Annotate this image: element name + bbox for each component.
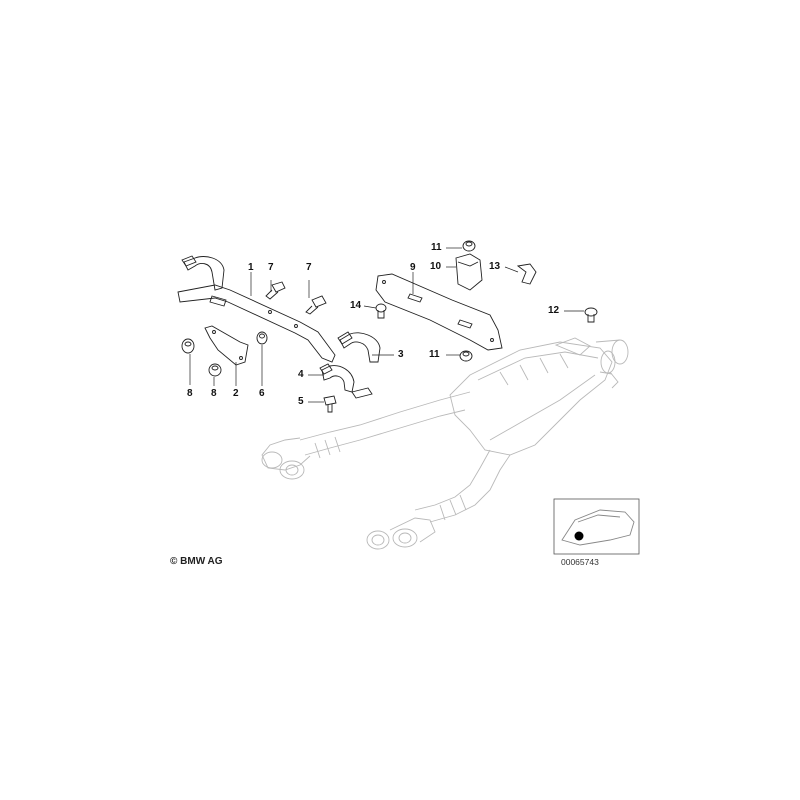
part-10-mount xyxy=(455,253,483,291)
callout-6: 6 xyxy=(259,388,265,399)
callout-9: 9 xyxy=(410,262,416,273)
callout-8b: 8 xyxy=(211,388,217,399)
part-1-bracket xyxy=(177,284,336,363)
callout-3: 3 xyxy=(398,349,404,360)
copyright-notice: © BMW AG xyxy=(170,556,223,567)
callout-11a: 11 xyxy=(431,242,442,253)
callout-5: 5 xyxy=(298,396,304,407)
callout-12: 12 xyxy=(548,305,560,316)
callout-2: 2 xyxy=(233,388,239,399)
exhaust-system-outline xyxy=(261,337,629,550)
callout-14: 14 xyxy=(350,300,362,311)
part-14-screw xyxy=(375,303,387,319)
callout-1: 1 xyxy=(248,262,254,273)
callout-8a: 8 xyxy=(187,388,193,399)
part-3-clamp xyxy=(337,331,381,363)
part-5-bolt xyxy=(323,395,337,413)
part-7-bolts xyxy=(265,281,327,315)
callout-4: 4 xyxy=(298,369,304,380)
location-marker xyxy=(574,531,584,541)
callout-7b: 7 xyxy=(306,262,312,273)
leader-lines xyxy=(189,247,584,403)
part-11-nuts xyxy=(459,240,476,362)
strap-clamp xyxy=(181,255,227,307)
part-8-grommets xyxy=(181,338,222,377)
callout-13: 13 xyxy=(489,261,501,272)
callout-11b: 11 xyxy=(429,349,440,360)
callout-10: 10 xyxy=(430,261,442,272)
part-9-plate xyxy=(375,273,503,351)
part-4-clamp xyxy=(319,363,373,399)
part-2-plate xyxy=(204,325,249,366)
part-12-screw xyxy=(584,307,598,323)
document-number: 00065743 xyxy=(561,557,599,567)
car-location-inset xyxy=(553,498,640,555)
part-6-bushing xyxy=(256,331,268,345)
part-13-clip xyxy=(516,263,537,285)
callout-7a: 7 xyxy=(268,262,274,273)
